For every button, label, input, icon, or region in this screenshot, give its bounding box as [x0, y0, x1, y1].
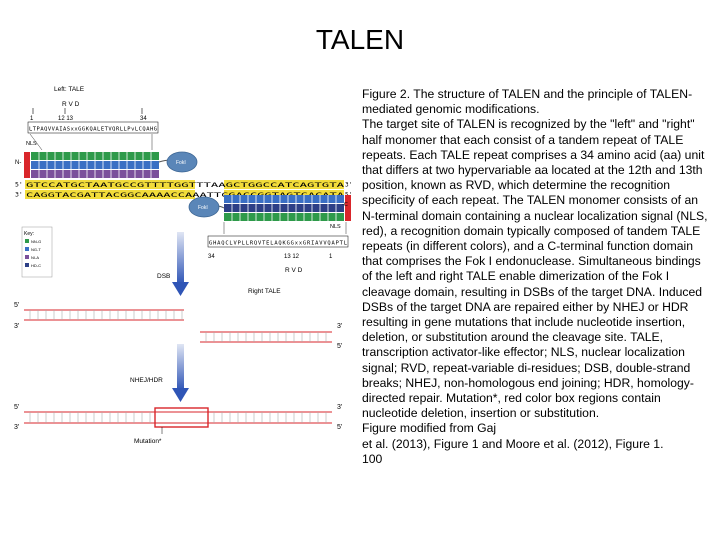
key-label: Key:	[24, 231, 34, 237]
rvd-bottom-label: R V D	[285, 267, 303, 274]
repair-arrow-head	[172, 388, 189, 402]
dna-top-3prime: 3'	[345, 182, 352, 189]
position-34-right-label: 34	[208, 254, 215, 260]
caption-body: The target site of TALEN is recognized b…	[362, 117, 708, 421]
nhej-hdr-label: NHEJ/HDR	[130, 377, 163, 384]
rvd-top-label: R V D	[62, 101, 80, 108]
repaired-3prime-left: 3'	[14, 424, 19, 431]
fokI-domain-left	[166, 151, 198, 173]
page-number: 100	[362, 451, 383, 466]
nls-domain-right	[345, 195, 351, 221]
position-34-label: 34	[140, 116, 147, 122]
fokI-label-right: FokI	[198, 205, 208, 211]
left-tale-repeats	[31, 152, 159, 178]
fokI-label-left: FokI	[176, 160, 186, 166]
figure-caption: Figure 2. The structure of TALEN and the…	[362, 87, 708, 467]
dsb-5prime-left: 5'	[14, 302, 19, 309]
dna-bottom-strand: CAGGTACGATTACGGCAAAACCAAATTCGACCGGTAGTCA…	[26, 191, 344, 199]
fokI-domain-right	[188, 196, 220, 218]
key-item-1: NN-G	[31, 239, 41, 244]
dsb-3prime-right: 3'	[337, 323, 342, 330]
right-tale-label: Right TALE	[248, 288, 281, 295]
position-1-label: 1	[30, 116, 34, 122]
talen-figure: Left: TALE R V D 1 12 13 34 LTPAQVVAIASx…	[14, 86, 352, 445]
caption-heading: Figure 2. The structure of TALEN and the…	[362, 87, 693, 117]
key-item-4: HD-C	[31, 263, 41, 268]
position-1-right-label: 1	[329, 254, 333, 260]
nls-domain-left	[24, 152, 30, 178]
repaired-5prime-right: 5'	[337, 424, 342, 431]
position-12-13-label: 12 13	[58, 116, 74, 122]
n-terminal-left: N-	[15, 160, 21, 166]
left-tale-label: Left: TALE	[54, 86, 85, 93]
repaired-3prime-right: 3'	[337, 404, 342, 411]
repair-arrow-shaft	[177, 344, 184, 390]
right-tale-repeats	[224, 195, 344, 221]
position-13-12-right-label: 13 12	[284, 254, 300, 260]
nls-label-left: NLS	[26, 141, 37, 147]
dna-bottom-3prime: 3'	[15, 191, 23, 199]
mutation-label: Mutation*	[134, 438, 162, 445]
dsb-arrow-head	[172, 282, 189, 296]
dsb-3prime-left: 3'	[14, 323, 19, 330]
dsb-arrow-shaft	[177, 232, 184, 284]
dna-top-5prime: 5'	[15, 181, 23, 189]
caption-source-2: et al. (2013), Figure 1 and Moore et al.…	[362, 436, 664, 451]
dsb-dna: 5' 3' 3' 5'	[14, 302, 342, 350]
slide-title: TALEN	[315, 24, 405, 55]
mutation-box	[154, 407, 209, 428]
dsb-label: DSB	[157, 273, 170, 280]
nls-label-right: NLS	[330, 224, 341, 230]
right-aa-sequence: GHAQCLVPLLRQVTELAQKGGxxGRIAVVQAPTL	[209, 241, 347, 247]
dsb-5prime-right: 5'	[337, 343, 342, 350]
left-aa-sequence: LTPAQVVAIASxxGGKQALETVQRLLPvLCQAHG	[29, 127, 157, 133]
key-item-3: NI-A	[31, 255, 39, 260]
repaired-dna: 5' 3' 3' 5'	[14, 404, 342, 434]
repaired-5prime-left: 5'	[14, 404, 19, 411]
dna-top-strand: GTCCATGCTAATGCCGTTTTGGTTTAAGCTGGCCATCAGT…	[26, 181, 344, 189]
rvd-key: Key: NN-G NG-T NI-A HD-C	[21, 226, 53, 278]
caption-source-1: Figure modified from Gaj	[362, 421, 497, 436]
c-terminal-right: -C	[342, 202, 348, 208]
key-item-2: NG-T	[31, 247, 41, 252]
